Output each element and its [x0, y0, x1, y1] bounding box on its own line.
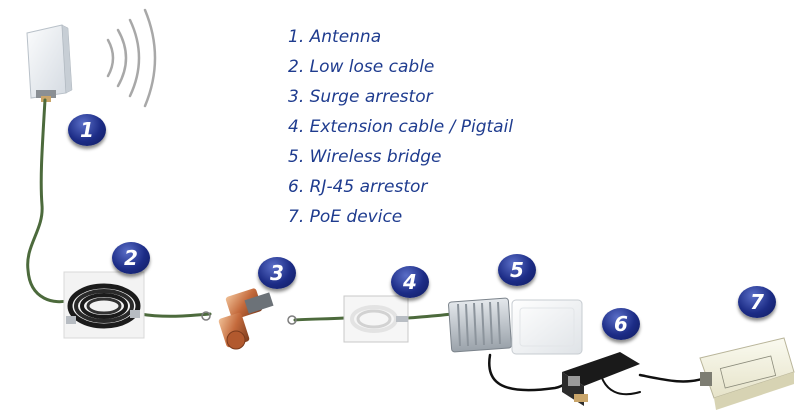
- component-legend: 1. Antenna 2. Low lose cable 3. Surge ar…: [288, 22, 513, 232]
- legend-item-extension-cable: 4. Extension cable / Pigtail: [288, 117, 514, 137]
- cable-to-extension: [293, 316, 347, 322]
- badge-7: 7: [738, 286, 776, 318]
- ring-lug-icon: [201, 311, 297, 325]
- low-loss-cable-coil: [63, 271, 145, 339]
- surge-arrestor-icon: [218, 288, 274, 350]
- legend-item-surge-arrestor: 3. Surge arrestor: [288, 87, 433, 107]
- badge-4: 4: [391, 266, 429, 298]
- ethernet-cable-bridge: [488, 353, 574, 392]
- panel-antenna-icon: [511, 299, 583, 355]
- badge-3: 3: [258, 257, 296, 289]
- badge-2: 2: [112, 242, 150, 274]
- cables: [26, 98, 707, 396]
- radio-waves-icon: [106, 8, 157, 108]
- poe-device-icon: [699, 337, 795, 410]
- ethernet-cable-arrestor: [638, 373, 707, 383]
- legend-item-rj45-arrestor: 6. RJ-45 arrestor: [288, 177, 428, 197]
- badge-6: 6: [602, 308, 640, 340]
- legend-item-wireless-bridge: 5. Wireless bridge: [288, 147, 442, 167]
- rj45-arrestor-icon: [562, 352, 640, 406]
- legend-item-poe-device: 7. PoE device: [288, 207, 403, 227]
- cable-to-bridge: [406, 312, 454, 320]
- antenna-cable: [26, 98, 72, 304]
- badge-1: 1: [68, 114, 106, 146]
- legend-item-antenna: 1. Antenna: [288, 27, 382, 47]
- badge-5: 5: [498, 254, 536, 286]
- antenna-icon: [26, 24, 73, 102]
- cable-to-arrestor: [138, 312, 212, 318]
- legend-item-low-lose-cable: 2. Low lose cable: [288, 57, 435, 77]
- extension-cable-icon: [343, 295, 409, 343]
- wireless-bridge-icon: [448, 297, 512, 353]
